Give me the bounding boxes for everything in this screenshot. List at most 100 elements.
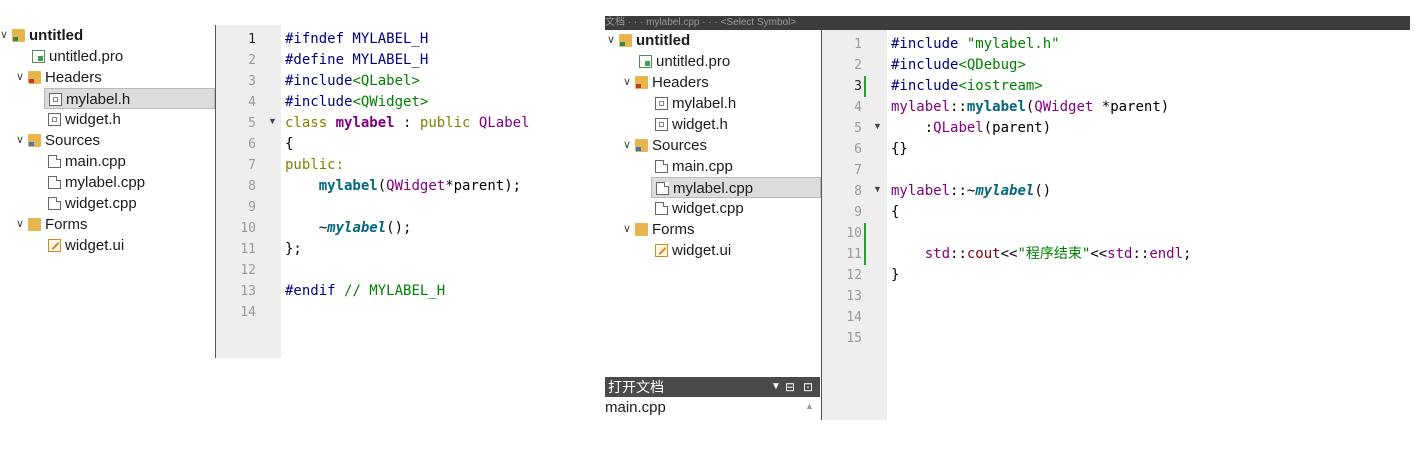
tree-item-main-cpp[interactable]: main.cpp — [655, 156, 733, 177]
tree-item-mylabel-h[interactable]: mylabel.h — [44, 88, 215, 109]
code-line: {} — [891, 141, 908, 157]
chevron-down-icon[interactable]: ∨ — [16, 71, 25, 83]
folder-qt-icon — [12, 29, 25, 42]
line-number: 7 — [854, 163, 862, 178]
fold-arrow-icon[interactable]: ▼ — [873, 184, 882, 194]
line-number: 14 — [240, 305, 256, 320]
line-number: 13 — [846, 289, 862, 304]
code-line: #include<QDebug> — [891, 57, 1026, 73]
line-number: 2 — [248, 53, 256, 68]
open-documents-header: 打开文档 ▼ ⊟ ⊡ — [605, 377, 820, 397]
headers-folder-icon — [635, 76, 648, 89]
tree-item-untitled[interactable]: ∨untitled — [0, 27, 84, 44]
chevron-down-icon[interactable]: ∨ — [0, 29, 9, 41]
tree-item-mylabel-cpp[interactable]: mylabel.cpp — [651, 177, 821, 198]
code-line: std::cout<<"程序结束"<<std::endl; — [924, 246, 1192, 262]
chevron-down-icon[interactable]: ∨ — [623, 223, 632, 235]
chevron-down-icon[interactable]: ∨ — [607, 34, 616, 46]
line-number: 4 — [248, 95, 256, 110]
tree-item-sources[interactable]: ∨Sources — [16, 132, 101, 149]
tree-item-widget-h[interactable]: widget.h — [48, 109, 121, 130]
chevron-down-icon[interactable]: ∨ — [623, 76, 632, 88]
line-number: 12 — [240, 263, 256, 278]
code-line: mylabel::~mylabel() — [891, 183, 1052, 199]
tree-item-widget-ui[interactable]: widget.ui — [48, 235, 124, 256]
tree-item-untitled-pro[interactable]: untitled.pro — [32, 46, 123, 67]
code-line: class mylabel : public QLabel — [285, 115, 530, 131]
tree-item-main-cpp[interactable]: main.cpp — [48, 151, 126, 172]
ui-file-icon — [48, 239, 61, 252]
ui-file-icon — [655, 244, 668, 257]
tree-item-headers[interactable]: ∨Headers — [623, 74, 709, 91]
change-marker — [864, 223, 866, 265]
editor-toolbar[interactable]: 文档 · · · mylabel.cpp · · · <Select Symbo… — [605, 16, 1410, 30]
line-number-gutter — [822, 30, 887, 420]
line-number: 11 — [846, 247, 862, 262]
dropdown-arrow-icon[interactable]: ▼ — [771, 381, 781, 392]
header-file-icon — [48, 113, 61, 126]
line-number: 10 — [846, 226, 862, 241]
cpp-file-icon — [48, 197, 61, 210]
code-line: { — [891, 204, 900, 220]
scroll-up-icon[interactable]: ▲ — [805, 401, 814, 411]
forms-folder-icon — [28, 218, 41, 231]
tree-item-widget-cpp[interactable]: widget.cpp — [48, 193, 137, 214]
cpp-file-icon — [48, 176, 61, 189]
tree-item-mylabel-h[interactable]: mylabel.h — [655, 93, 736, 114]
line-number: 3 — [248, 74, 256, 89]
code-line: public: — [285, 157, 345, 173]
fold-arrow-icon[interactable]: ▼ — [268, 116, 277, 126]
tree-item-sources[interactable]: ∨Sources — [623, 137, 708, 154]
open-document-item[interactable]: main.cpp — [605, 399, 666, 416]
tree-item-widget-cpp[interactable]: widget.cpp — [655, 198, 744, 219]
fold-arrow-icon[interactable]: ▼ — [873, 121, 882, 131]
tree-item-widget-ui[interactable]: widget.ui — [655, 240, 731, 261]
line-number: 8 — [248, 179, 256, 194]
line-number: 9 — [248, 200, 256, 215]
line-number: 8 — [854, 184, 862, 199]
code-line: #endif // MYLABEL_H — [285, 283, 446, 299]
line-number: 1 — [854, 37, 862, 52]
sources-folder-icon — [635, 139, 648, 152]
headers-folder-icon — [28, 71, 41, 84]
code-line: ~mylabel(); — [285, 220, 412, 236]
code-line: }; — [285, 241, 302, 257]
line-number: 3 — [854, 79, 862, 94]
line-number: 9 — [854, 205, 862, 220]
sources-folder-icon — [28, 134, 41, 147]
header-file-icon — [655, 97, 668, 110]
tree-item-untitled-pro[interactable]: untitled.pro — [639, 51, 730, 72]
line-number: 6 — [248, 137, 256, 152]
line-number: 12 — [846, 268, 862, 283]
tree-item-headers[interactable]: ∨Headers — [16, 69, 102, 86]
tree-item-forms[interactable]: ∨Forms — [623, 221, 695, 238]
header-file-icon — [655, 118, 668, 131]
code-line: #define MYLABEL_H — [285, 52, 429, 68]
chevron-down-icon[interactable]: ∨ — [16, 134, 25, 146]
splitter[interactable] — [821, 30, 822, 420]
tree-item-untitled[interactable]: ∨untitled — [607, 32, 691, 49]
code-line: :QLabel(parent) — [891, 120, 1052, 136]
code-line: mylabel(QWidget*parent); — [318, 178, 522, 194]
line-number: 6 — [854, 142, 862, 157]
split-icon[interactable]: ⊟ — [785, 380, 796, 394]
tree-item-widget-h[interactable]: widget.h — [655, 114, 728, 135]
line-number: 14 — [846, 310, 862, 325]
code-line: #include<QLabel> — [285, 73, 420, 89]
line-number: 2 — [854, 58, 862, 73]
splitter[interactable] — [215, 25, 216, 358]
code-line: mylabel::mylabel(QWidget *parent) — [891, 99, 1170, 115]
tree-item-mylabel-cpp[interactable]: mylabel.cpp — [48, 172, 145, 193]
open-documents-title: 打开文档 — [608, 379, 664, 395]
cpp-file-icon — [656, 182, 669, 195]
tree-item-forms[interactable]: ∨Forms — [16, 216, 88, 233]
header-file-icon — [49, 93, 62, 106]
chevron-down-icon[interactable]: ∨ — [623, 139, 632, 151]
line-number: 15 — [846, 331, 862, 346]
folder-qt-icon — [619, 34, 632, 47]
line-number: 13 — [240, 284, 256, 299]
line-number: 5 — [248, 116, 256, 131]
cpp-file-icon — [48, 155, 61, 168]
chevron-down-icon[interactable]: ∨ — [16, 218, 25, 230]
close-panel-icon[interactable]: ⊡ — [803, 380, 814, 394]
